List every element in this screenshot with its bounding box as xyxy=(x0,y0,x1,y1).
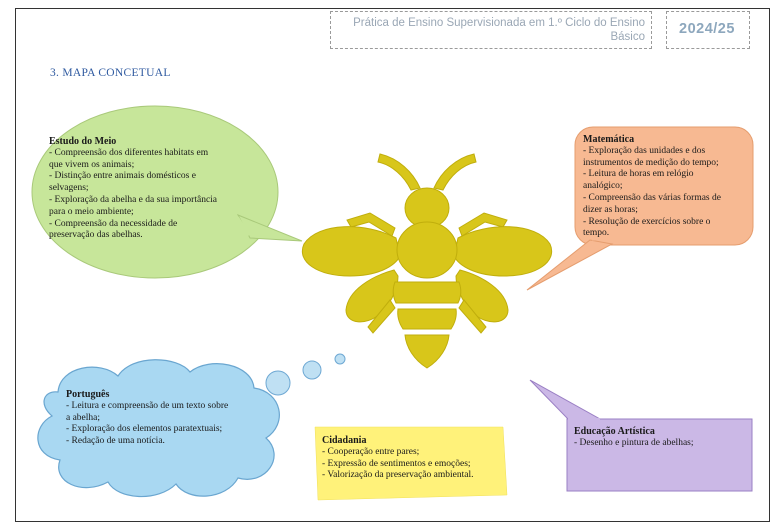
header-course-line1: Prática de Ensino Supervisionada em 1.º … xyxy=(353,17,645,29)
matematica-line: - Leitura de horas em relógio xyxy=(583,169,694,180)
cidadania-note xyxy=(314,426,508,501)
estudo-do-meio-line: - Compreensão dos diferentes habitats em xyxy=(49,147,209,158)
educacao-artistica-line: - Desenho e pintura de abelhas; xyxy=(574,437,694,448)
estudo-do-meio-line: - Distinção entre animais domésticos e xyxy=(49,171,196,182)
estudo-do-meio-line: - Compreensão da necessidade de xyxy=(49,218,178,229)
cidadania-line: - Valorização da preservação ambiental. xyxy=(322,470,474,481)
estudo-do-meio-title: Estudo do Meio xyxy=(49,136,117,147)
estudo-do-meio-line: para o meio ambiente; xyxy=(49,206,134,217)
educacao-artistica-bubble xyxy=(529,379,753,492)
bee-illustration xyxy=(301,153,553,369)
estudo-do-meio-line: preservação das abelhas. xyxy=(49,230,143,241)
cidadania-line: - Cooperação entre pares; xyxy=(322,446,420,457)
header-course-box: Prática de Ensino Supervisionada em 1.º … xyxy=(330,11,652,49)
matematica-text: Matemática - Exploração das unidades e d… xyxy=(583,134,747,240)
cidadania-title: Cidadania xyxy=(322,435,367,446)
estudo-do-meio-bubble xyxy=(31,105,303,279)
portugues-text: Português - Leitura e compreensão de um … xyxy=(66,389,262,448)
header-course-line2: Básico xyxy=(610,31,645,43)
matematica-line: - Compreensão das várias formas de xyxy=(583,192,721,203)
portugues-cloud xyxy=(37,359,280,498)
estudo-do-meio-line: - Exploração da abelha e da sua importân… xyxy=(49,194,218,205)
matematica-line: tempo. xyxy=(583,228,610,239)
header-year: 2024/25 xyxy=(679,21,735,37)
section-title: 3. MAPA CONCETUAL xyxy=(50,67,171,79)
thought-bubbles xyxy=(265,353,346,396)
matematica-line: - Resolução de exercícios sobre o xyxy=(583,216,711,227)
estudo-do-meio-text: Estudo do Meio - Compreensão dos diferen… xyxy=(49,136,261,242)
header-course-title: Prática de Ensino Supervisionada em 1.º … xyxy=(345,16,645,44)
matematica-line: - Exploração das unidades e dos xyxy=(583,145,706,156)
cidadania-text: Cidadania - Cooperação entre pares; - Ex… xyxy=(322,435,504,482)
cidadania-line: - Expressão de sentimentos e emoções; xyxy=(322,458,471,469)
portugues-line: - Leitura e compreensão de um texto sobr… xyxy=(66,400,229,411)
matematica-line: dizer as horas; xyxy=(583,204,638,215)
header-year-box: 2024/25 xyxy=(666,11,750,49)
portugues-title: Português xyxy=(66,389,110,400)
portugues-line: - Exploração dos elementos paratextuais; xyxy=(66,424,223,435)
estudo-do-meio-line: que vivem os animais; xyxy=(49,159,135,170)
matematica-line: analógico; xyxy=(583,181,623,192)
matematica-line: instrumentos de medição do tempo; xyxy=(583,157,719,168)
matematica-bubble xyxy=(526,126,754,291)
educacao-artistica-text: Educação Artística - Desenho e pintura d… xyxy=(574,426,746,450)
portugues-line: - Redação de uma notícia. xyxy=(66,436,165,447)
matematica-title: Matemática xyxy=(583,134,635,145)
educacao-artistica-title: Educação Artística xyxy=(574,426,655,437)
portugues-line: a abelha; xyxy=(66,412,101,423)
estudo-do-meio-line: selvagens; xyxy=(49,183,89,194)
